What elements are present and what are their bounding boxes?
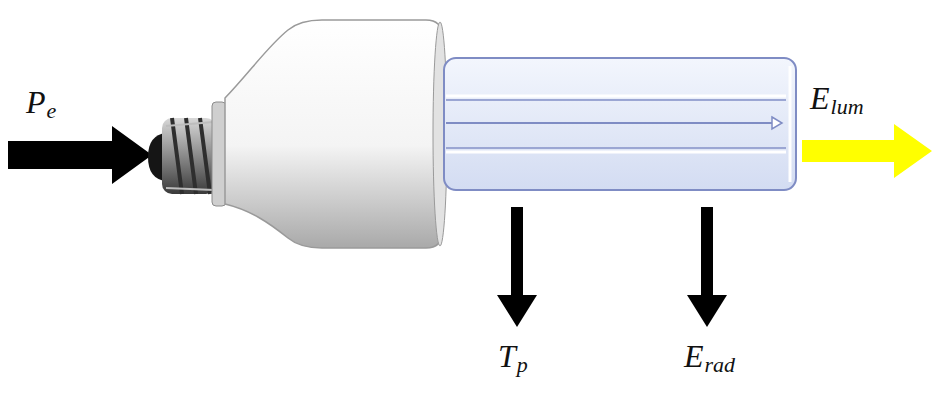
subscript-label: rad [705,354,736,376]
fluorescent-tubes [444,58,796,190]
subscript-label: lum [831,96,864,118]
radiation-arrow [687,207,727,327]
light-arrow [802,124,932,178]
screw-base [148,102,226,206]
symbol-label: T [498,340,516,372]
symbol-label: E [810,82,830,114]
symbol-label: E [684,340,704,372]
input-arrow [8,126,152,184]
subscript-label: e [47,100,57,122]
symbol-label: P [26,86,46,118]
subscript-label: p [517,354,528,376]
heat-arrow [497,207,537,327]
ballast-housing [225,20,442,248]
